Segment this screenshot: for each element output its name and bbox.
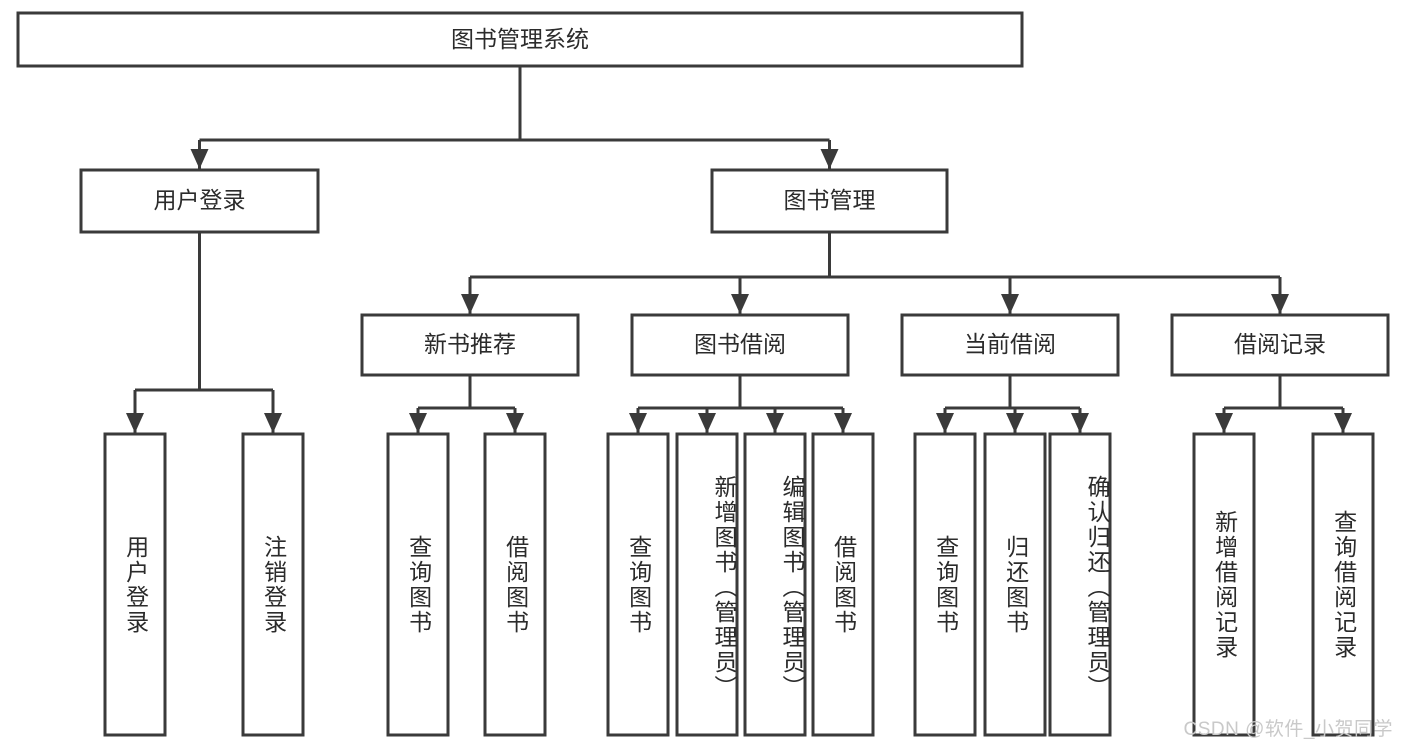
- arrow-head-icon: [766, 413, 784, 433]
- node-box-leaf_7[interactable]: [743, 432, 807, 737]
- arrow-head-icon: [126, 413, 144, 433]
- arrow-head-icon: [190, 149, 209, 169]
- node-box-leaf_5[interactable]: [606, 432, 670, 737]
- node-box-leaf_9[interactable]: [913, 432, 977, 737]
- box-layer: [16, 11, 1390, 737]
- node-box-leaf_12[interactable]: [1192, 432, 1256, 737]
- node-box-l3_a[interactable]: [360, 313, 580, 377]
- arrow-head-icon: [461, 294, 479, 314]
- arrow-head-icon: [409, 413, 427, 433]
- edge-layer: [126, 66, 1352, 433]
- node-box-leaf_4[interactable]: [483, 432, 547, 737]
- node-box-l3_d[interactable]: [1170, 313, 1390, 377]
- arrow-head-icon: [936, 413, 954, 433]
- arrow-head-icon: [1001, 294, 1019, 314]
- node-box-leaf_8[interactable]: [811, 432, 875, 737]
- node-box-leaf_2[interactable]: [241, 432, 305, 737]
- arrow-head-icon: [1271, 294, 1289, 314]
- node-box-leaf_3[interactable]: [386, 432, 450, 737]
- arrow-head-icon: [834, 413, 852, 433]
- arrow-head-icon: [698, 413, 716, 433]
- node-box-l2_b[interactable]: [710, 168, 949, 234]
- arrow-head-icon: [629, 413, 647, 433]
- node-box-leaf_6[interactable]: [675, 432, 739, 737]
- node-box-leaf_13[interactable]: [1311, 432, 1375, 737]
- node-box-leaf_10[interactable]: [983, 432, 1047, 737]
- node-box-l3_b[interactable]: [630, 313, 850, 377]
- watermark: CSDN @软件_小贺同学: [1183, 719, 1393, 740]
- arrow-head-icon: [731, 294, 749, 314]
- arrow-head-icon: [1071, 413, 1089, 433]
- arrow-head-icon: [820, 149, 839, 169]
- arrow-head-icon: [1334, 413, 1352, 433]
- arrow-head-icon: [506, 413, 524, 433]
- node-box-l2_a[interactable]: [79, 168, 320, 234]
- arrow-head-icon: [1215, 413, 1233, 433]
- node-box-l3_c[interactable]: [900, 313, 1120, 377]
- node-box-leaf_11[interactable]: [1048, 432, 1112, 737]
- arrow-head-icon: [264, 413, 282, 433]
- node-box-root[interactable]: [16, 11, 1024, 68]
- arrow-head-icon: [1006, 413, 1024, 433]
- node-box-leaf_1[interactable]: [103, 432, 167, 737]
